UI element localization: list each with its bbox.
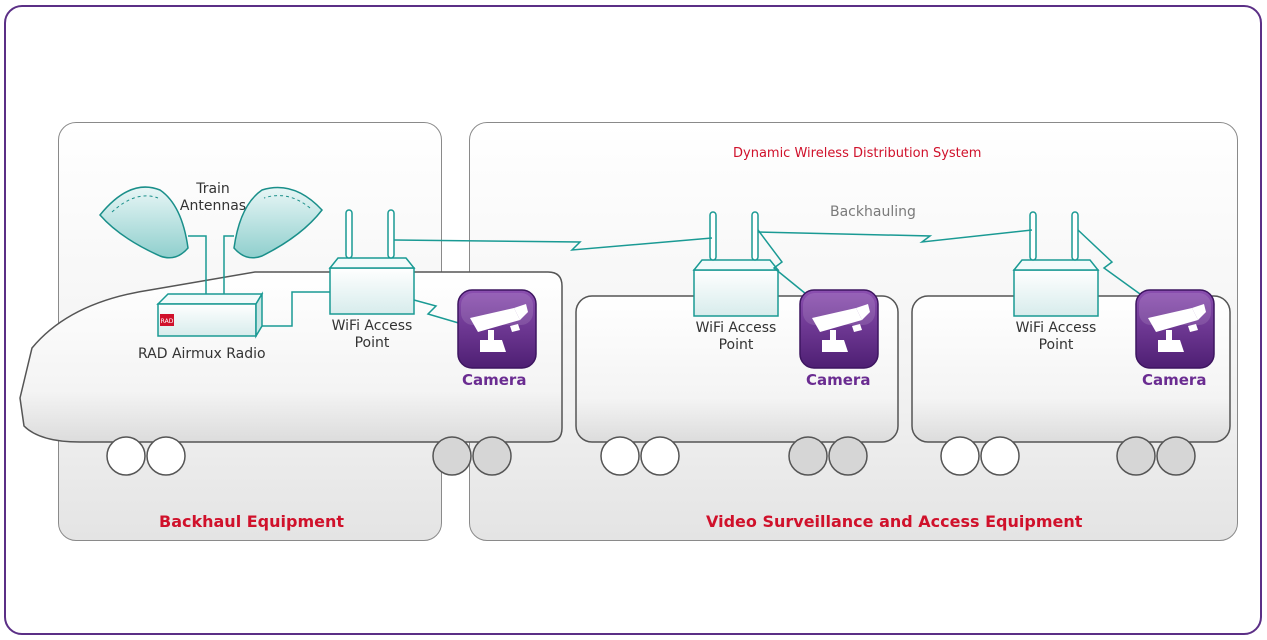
antenna-cable <box>223 235 234 304</box>
backhaul-link-2 <box>757 229 1033 244</box>
dwds-title: Dynamic Wireless Distribution System <box>733 146 982 161</box>
wifi-access-point-1 <box>329 209 415 315</box>
backhaul-equipment-label: Backhaul Equipment <box>159 512 345 531</box>
camera-icon <box>457 289 537 369</box>
camera-label: Camera <box>1142 371 1207 389</box>
rad-logo-text: RAD <box>161 318 174 325</box>
wifi-access-point-label: WiFi Access Point <box>331 318 413 351</box>
antenna-cable <box>188 235 207 304</box>
wifi-access-point-2 <box>693 211 779 317</box>
camera-icon <box>1135 289 1215 369</box>
video-surveillance-label: Video Surveillance and Access Equipment <box>706 512 1083 531</box>
camera-icon <box>799 289 879 369</box>
camera-label: Camera <box>806 371 871 389</box>
wifi-access-point-3 <box>1013 211 1099 317</box>
train-antenna-right <box>233 186 323 259</box>
camera-link-2 <box>757 229 807 295</box>
camera-link-1 <box>413 299 463 325</box>
locomotive <box>19 271 563 443</box>
wifi-access-point-label: WiFi Access Point <box>695 320 777 353</box>
ethernet-link <box>262 291 330 327</box>
camera-label: Camera <box>462 371 527 389</box>
train-antennas-label: Train Antennas <box>179 181 247 214</box>
wifi-access-point-label: WiFi Access Point <box>1015 320 1097 353</box>
backhaul-link-1 <box>393 237 713 251</box>
rad-airmux-radio: RAD <box>156 291 264 339</box>
rad-airmux-radio-label: RAD Airmux Radio <box>138 346 266 362</box>
train-antenna-left <box>99 186 189 259</box>
backhauling-label: Backhauling <box>830 204 916 220</box>
rad-logo <box>160 314 174 326</box>
camera-link-3 <box>1077 229 1141 295</box>
